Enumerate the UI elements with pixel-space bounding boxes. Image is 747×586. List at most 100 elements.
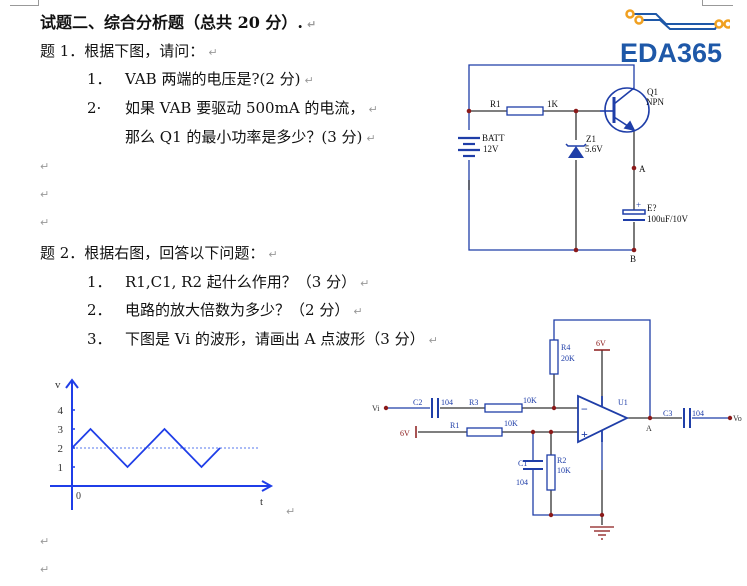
paragraph-mark: ↵ xyxy=(306,18,317,31)
circuit-trace-icon xyxy=(625,9,730,30)
circuit-1-schematic: + R1 1K Q1 NPN BATT 12V Z1 5.6V A E? 100… xyxy=(458,64,689,264)
node-a-label: A xyxy=(639,164,646,174)
logo-text: EDA365 xyxy=(620,38,723,68)
q2-item-3: 3．下图是 Vi 的波形，请画出 A 点波形（3 分）↵ xyxy=(87,330,438,350)
paragraph-mark: ↵ xyxy=(366,132,376,145)
ground-symbol xyxy=(590,526,614,540)
section-title-text: 试题二、综合分析题（总共 20 分）. xyxy=(40,13,303,32)
q2-title-text: 题 2．根据右图，回答以下问题： xyxy=(40,244,265,262)
r3-value: 10K xyxy=(523,396,537,405)
item-number: 1． xyxy=(87,70,112,88)
q1-item-2: 2· 如果 VAB 要驱动 500mA 的电流，↵ xyxy=(87,99,378,119)
junction-dot xyxy=(631,247,637,253)
c1-label: C1 xyxy=(518,459,527,468)
q1-title-text: 题 1．根据下图，请问： xyxy=(40,42,205,60)
y-axis-label: v xyxy=(55,379,61,391)
z1-value: 5.6V xyxy=(585,144,603,154)
empty-paragraph: ↵ xyxy=(40,160,50,173)
c3-value: 104 xyxy=(692,409,704,418)
npn-transistor xyxy=(600,87,650,133)
item-number: 2． xyxy=(87,301,112,319)
battery-symbol xyxy=(458,136,480,158)
c1-value: 104 xyxy=(516,478,528,487)
junction-dot xyxy=(551,405,557,411)
zener-diode xyxy=(565,143,587,158)
cap-label: E? xyxy=(647,203,657,213)
junction-dot xyxy=(727,415,733,421)
batt-label: BATT xyxy=(482,133,505,143)
empty-paragraph: ↵ xyxy=(40,188,50,201)
r1-label: R1 xyxy=(490,99,501,109)
resistor-r3 xyxy=(484,403,523,413)
paragraph-mark: ↵ xyxy=(304,74,314,87)
resistor-r1 xyxy=(506,106,544,116)
item-text: 电路的放大倍数为多少？（2 分） xyxy=(125,301,350,319)
series-line-vi xyxy=(71,427,221,469)
y-tick-label: 1 xyxy=(58,462,64,474)
opamp-plus: + xyxy=(581,427,588,441)
q2-item-2: 2． 电路的放大倍数为多少？（2 分）↵ xyxy=(87,301,363,321)
q1-label: Q1 xyxy=(647,87,658,97)
item-text: 下图是 Vi 的波形，请画出 A 点波形（3 分） xyxy=(125,330,425,348)
r1-label: R1 xyxy=(450,421,459,430)
paragraph-mark: ↵ xyxy=(208,46,218,59)
electrolytic-capacitor: + xyxy=(622,200,646,221)
junction-dot xyxy=(599,512,605,518)
node-b-label: B xyxy=(630,254,636,264)
junction-dot xyxy=(573,108,579,114)
empty-paragraph: ↵ xyxy=(40,216,50,229)
opamp-minus: − xyxy=(581,402,588,416)
y-tick-label: 3 xyxy=(58,424,64,436)
vo-label: Vo xyxy=(733,414,742,423)
item-text: 如果 VAB 要驱动 500mA 的电流， xyxy=(125,99,365,117)
item-number: 2· xyxy=(87,99,102,117)
vi-label: Vi xyxy=(372,404,380,413)
paragraph-mark: ↵ xyxy=(368,103,378,116)
junction-dot xyxy=(631,165,637,171)
empty-paragraph: ↵ xyxy=(40,535,50,548)
q1-title: 题 1．根据下图，请问：↵ xyxy=(40,42,218,62)
junction-dot xyxy=(466,108,472,114)
z1-label: Z1 xyxy=(586,134,596,144)
paragraph-mark: ↵ xyxy=(268,248,278,261)
empty-paragraph: ↵ xyxy=(286,505,296,518)
item-text: VAB 两端的电压是?(2 分) xyxy=(125,70,301,88)
cap-value: 100uF/10V xyxy=(647,214,689,224)
origin-label: 0 xyxy=(76,491,81,502)
q1-item-2-cont: 那么 Q1 的最小功率是多少？(3 分)↵ xyxy=(125,128,376,148)
crop-mark-top-right xyxy=(702,0,733,6)
item-number: 1． xyxy=(87,273,112,291)
r4-value: 20K xyxy=(561,354,575,363)
q1-type: NPN xyxy=(646,97,665,107)
r2-label: R2 xyxy=(557,456,566,465)
svg-text:+: + xyxy=(636,200,641,210)
junction-dot xyxy=(530,429,536,435)
x-axis-label: t xyxy=(260,496,263,508)
y-axis-arrow xyxy=(65,378,79,389)
r3-label: R3 xyxy=(469,398,478,407)
junction-dot xyxy=(548,512,554,518)
r4-label: R4 xyxy=(561,343,570,352)
item-text: R1,C1, R2 起什么作用？（3 分） xyxy=(125,273,357,291)
resistor-r2 xyxy=(546,454,556,491)
resistor-r1 xyxy=(466,427,503,437)
q2-item-1: 1． R1,C1, R2 起什么作用？（3 分）↵ xyxy=(87,273,369,293)
batt-value: 12V xyxy=(483,144,499,154)
junction-dot xyxy=(647,415,653,421)
circuit-2-opamp-schematic: − + Vi C2 104 R3 10K 6V R1 10K R4 20K 6V… xyxy=(372,319,742,540)
x-axis-arrow xyxy=(261,480,274,492)
crop-mark-top-left xyxy=(10,0,39,6)
opamp-u1 xyxy=(577,394,630,444)
y-tick-label: 4 xyxy=(58,405,64,417)
paragraph-mark: ↵ xyxy=(360,277,370,290)
junction-dot xyxy=(548,429,554,435)
item-text: 那么 Q1 的最小功率是多少？(3 分) xyxy=(125,128,363,146)
junction-dot xyxy=(383,405,389,411)
paragraph-mark: ↵ xyxy=(428,334,438,347)
q1-item-1: 1． VAB 两端的电压是?(2 分)↵ xyxy=(87,70,314,90)
bias-label: 6V xyxy=(400,429,410,438)
q2-title: 题 2．根据右图，回答以下问题：↵ xyxy=(40,244,278,264)
paragraph-mark: ↵ xyxy=(353,305,363,318)
supply-label: 6V xyxy=(596,339,606,348)
